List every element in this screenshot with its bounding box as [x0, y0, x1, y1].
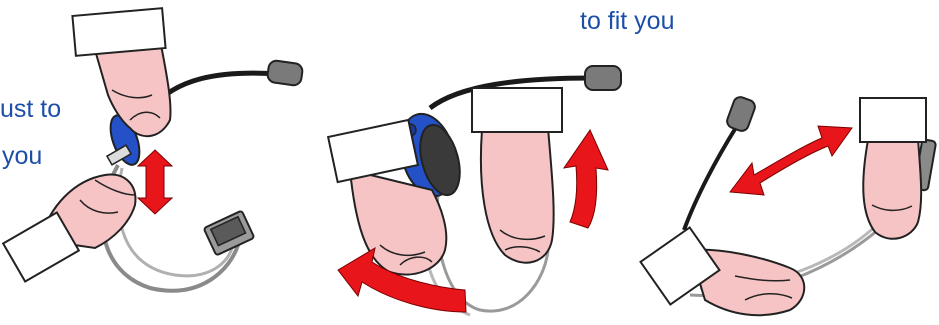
cable-connector: [204, 211, 255, 256]
upper-hand: [860, 98, 926, 239]
double-headed-vertical-arrow: [138, 150, 172, 214]
cuff: [328, 120, 418, 182]
center-panel: [328, 66, 621, 315]
double-headed-diagonal-arrow: [730, 126, 852, 195]
lower-hand: [641, 227, 805, 315]
cuff: [472, 88, 562, 132]
left-panel: [3, 8, 303, 291]
cuff: [860, 98, 926, 142]
right-panel: [641, 95, 937, 315]
boom-mic-arm: [684, 118, 742, 230]
mic-tip: [725, 95, 757, 133]
cuff: [72, 8, 165, 56]
mic-tip: [267, 60, 304, 87]
mic-tip: [585, 66, 621, 90]
right-hand: [472, 88, 562, 263]
top-hand: [72, 8, 170, 136]
curved-arrow-right: [564, 130, 608, 228]
